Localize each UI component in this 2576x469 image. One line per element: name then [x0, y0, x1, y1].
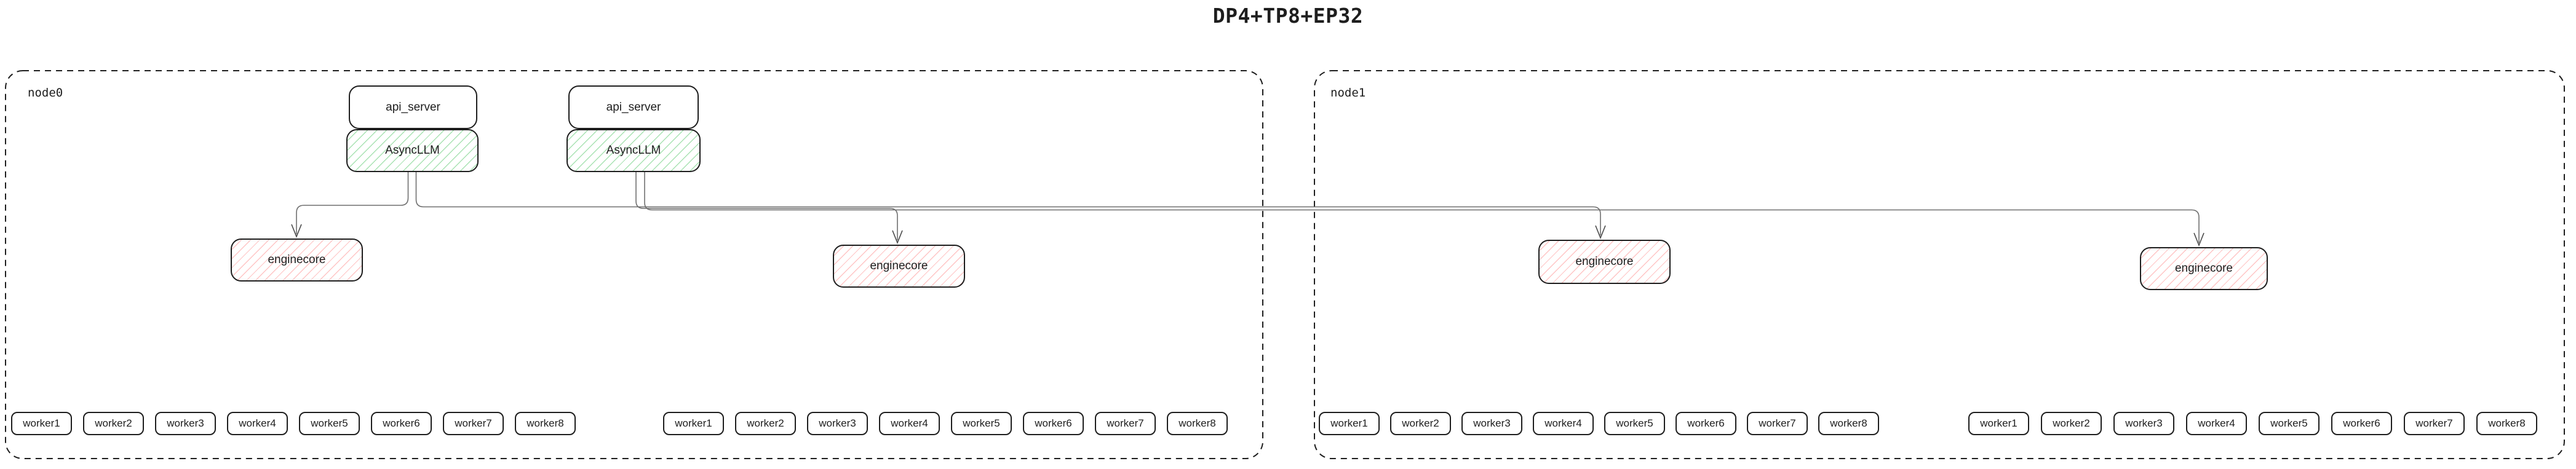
worker-box: worker8 — [1167, 412, 1228, 435]
worker-box: worker2 — [2041, 412, 2102, 435]
worker-box: worker8 — [515, 412, 576, 435]
worker-box: worker2 — [83, 412, 144, 435]
worker-box: worker4 — [879, 412, 940, 435]
worker-box: worker1 — [663, 412, 724, 435]
worker-box: worker5 — [1604, 412, 1665, 435]
worker-box: worker6 — [1676, 412, 1736, 435]
worker-box: worker1 — [11, 412, 72, 435]
worker-box: worker1 — [1968, 412, 2029, 435]
worker-box: worker6 — [2331, 412, 2392, 435]
worker-row-node1-group2: worker1 worker2 worker3 worker4 worker5 … — [1968, 412, 2537, 435]
diagram-title: DP4+TP8+EP32 — [1212, 4, 1364, 28]
arrowhead-enginecore2 — [892, 230, 903, 245]
node1-label: node1 — [1330, 86, 1366, 100]
enginecore-box-2: enginecore — [833, 245, 965, 288]
worker-box: worker2 — [1390, 412, 1451, 435]
worker-box: worker4 — [1533, 412, 1594, 435]
worker-box: worker5 — [299, 412, 360, 435]
node1-boundary — [1314, 70, 2565, 459]
worker-box: worker3 — [1461, 412, 1522, 435]
arrowhead-enginecore4 — [2193, 232, 2204, 247]
worker-box: worker6 — [371, 412, 432, 435]
worker-box: worker3 — [807, 412, 868, 435]
worker-box: worker7 — [443, 412, 504, 435]
connector-asyncllm1-enginecore1 — [296, 172, 409, 234]
enginecore-box-4: enginecore — [2140, 247, 2268, 290]
enginecore-box-3: enginecore — [1538, 240, 1671, 284]
arrowhead-enginecore1 — [291, 224, 302, 238]
worker-box: worker7 — [2404, 412, 2465, 435]
async-llm-box-1: AsyncLLM — [346, 129, 479, 172]
connector-asyncllm2-enginecore4 — [644, 172, 2200, 243]
worker-box: worker8 — [1818, 412, 1879, 435]
api-server-box-1: api_server — [349, 85, 477, 129]
worker-box: worker2 — [735, 412, 796, 435]
async-llm-box-2: AsyncLLM — [566, 129, 701, 172]
worker-row-node0-group2: worker1 worker2 worker3 worker4 worker5 … — [663, 412, 1228, 435]
worker-box: worker1 — [1319, 412, 1380, 435]
node0-label: node0 — [28, 86, 63, 100]
worker-row-node0-group1: worker1 worker2 worker3 worker4 worker5 … — [11, 412, 576, 435]
worker-box: worker7 — [1747, 412, 1808, 435]
worker-box: worker7 — [1095, 412, 1156, 435]
connector-asyncllm1-enginecore3 — [415, 172, 1601, 235]
worker-box: worker4 — [227, 412, 288, 435]
connector-asyncllm2-enginecore2 — [635, 172, 898, 240]
arrowhead-enginecore3 — [1595, 225, 1606, 240]
worker-box: worker6 — [1023, 412, 1084, 435]
worker-box: worker3 — [2113, 412, 2174, 435]
worker-box: worker5 — [951, 412, 1012, 435]
worker-box: worker5 — [2259, 412, 2320, 435]
worker-box: worker8 — [2476, 412, 2537, 435]
enginecore-box-1: enginecore — [231, 238, 363, 282]
worker-row-node1-group1: worker1 worker2 worker3 worker4 worker5 … — [1319, 412, 1879, 435]
api-server-box-2: api_server — [568, 85, 699, 129]
worker-box: worker4 — [2186, 412, 2247, 435]
worker-box: worker3 — [155, 412, 216, 435]
